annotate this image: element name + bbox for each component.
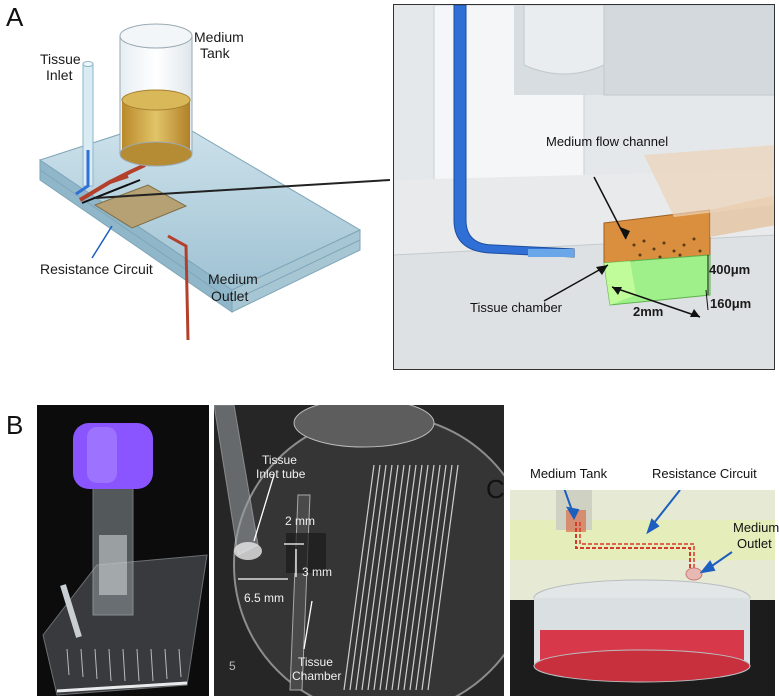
label-medium-tank-2: Tank <box>200 45 230 61</box>
label-b-scale-mark: 5 <box>229 659 236 673</box>
label-2mm-zoom: 2mm <box>633 304 664 319</box>
panel-c-letter: C <box>486 474 505 504</box>
label-medium-tank-1: Medium <box>194 29 244 45</box>
label-tissue-chamber-zoom: Tissue chamber <box>470 300 562 315</box>
resistance-circuit-pad <box>93 184 188 229</box>
label-c-resistance-circuit: Resistance Circuit <box>652 466 757 481</box>
panel-b-photo-closeup <box>214 405 504 696</box>
panel-a-schematic <box>38 23 390 341</box>
panel-a-letter: A <box>6 2 24 32</box>
label-medium-flow-channel: Medium flow channel <box>546 134 669 149</box>
label-400um: 400μm <box>709 262 751 277</box>
label-medium-outlet-1: Medium <box>208 271 258 287</box>
panel-a-zoom-view <box>393 4 775 370</box>
resistance-circuit-path <box>575 522 691 570</box>
red-channel-tank <box>109 163 146 184</box>
label-b-tissue-inlet-tube-2: Inlet tube <box>256 467 306 481</box>
label-b-tissue-inlet-tube-1: Tissue <box>262 453 297 467</box>
label-b-3mm: 3 mm <box>302 565 332 579</box>
red-channel-outlet <box>167 234 190 341</box>
label-b-2mm: 2 mm <box>285 514 315 528</box>
label-c-medium-outlet-1: Medium <box>733 520 779 535</box>
label-resistance-circuit: Resistance Circuit <box>40 261 153 277</box>
zoom-drawing <box>394 5 774 369</box>
label-c-medium-tank: Medium Tank <box>530 466 608 481</box>
label-tissue-inlet-2: Inlet <box>46 67 73 83</box>
panel-c-photo <box>510 490 775 696</box>
label-160um: 160μm <box>710 296 752 311</box>
label-medium-outlet-2: Outlet <box>211 288 249 304</box>
panel-b-photo-device <box>37 405 209 696</box>
label-b-6-5mm: 6.5 mm <box>244 591 285 605</box>
label-b-tissue-chamber-2: Chamber <box>292 669 342 683</box>
panel-b-letter: B <box>6 410 24 440</box>
label-tissue-inlet-1: Tissue <box>40 51 81 67</box>
label-b-tissue-chamber-1: Tissue <box>298 655 333 669</box>
label-c-medium-outlet-2: Outlet <box>737 536 772 551</box>
zoom-line <box>94 179 390 199</box>
